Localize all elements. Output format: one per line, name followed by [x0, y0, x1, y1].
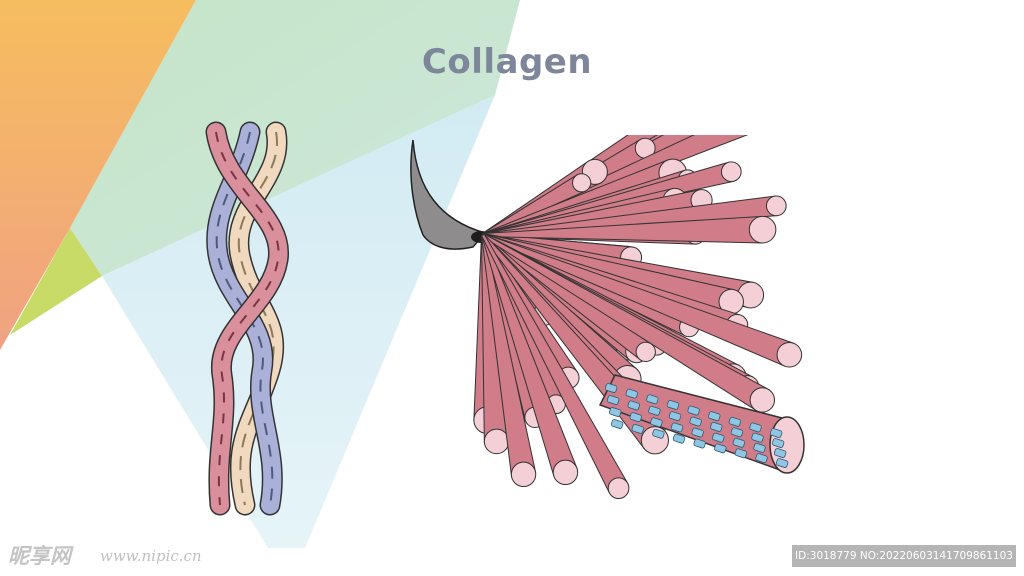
green-wedge [70, 0, 520, 276]
watermark-logo: 昵享网 [8, 540, 71, 570]
watermark-logo-text: 昵享网 [8, 544, 71, 568]
page-title: Collagen [421, 42, 593, 82]
collagen-monomers [604, 383, 789, 468]
helix-strand-pink [205, 121, 290, 516]
single-fibril [598, 374, 805, 474]
fibril-rods [473, 135, 803, 500]
watermark-id: ID:3018779 NO:20220603141709861103 [792, 545, 1016, 567]
orange-wedge [0, 0, 196, 350]
blue-wedge [102, 95, 495, 548]
watermark-url: www.nipic.cn [100, 547, 202, 565]
lime-wedge [10, 228, 102, 335]
fiber-tip [410, 139, 491, 250]
triple-helix-illustration [205, 121, 290, 516]
collagen-fiber-illustration [410, 135, 805, 500]
